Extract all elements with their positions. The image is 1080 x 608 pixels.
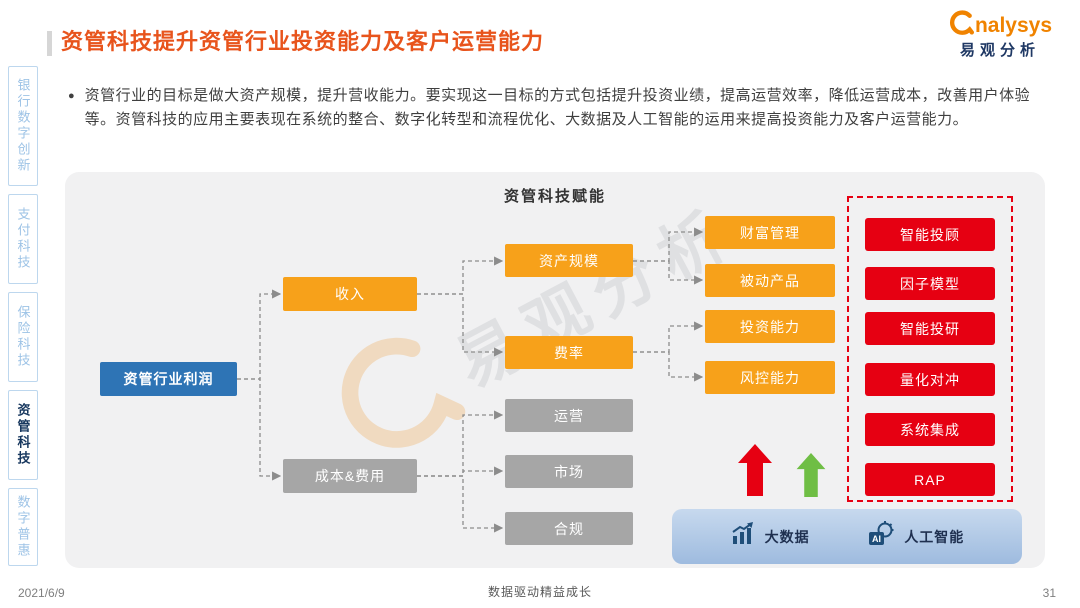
node-invest-ability: 投资能力 bbox=[705, 310, 835, 343]
tech-item-robo-advisor: 智能投顾 bbox=[865, 218, 995, 251]
watermark-swirl-icon bbox=[311, 316, 476, 483]
sidebar-item-asset-mgmt-tech[interactable]: 资管科技 bbox=[8, 390, 38, 480]
tech-item-quant-hedge: 量化对冲 bbox=[865, 363, 995, 396]
diagram-panel: 易观分析 资管科技赋能 bbox=[65, 172, 1045, 568]
sidebar-item-payment-tech[interactable]: 支付科技 bbox=[8, 194, 38, 284]
node-passive-product: 被动产品 bbox=[705, 264, 835, 297]
diagram-title: 资管科技赋能 bbox=[503, 188, 606, 205]
tech-capability-frame: 智能投顾 因子模型 智能投研 量化对冲 系统集成 RAP bbox=[847, 196, 1013, 502]
logo-brand-text: nalysys bbox=[974, 13, 1052, 37]
ai-item: AI 人工智能 bbox=[867, 521, 964, 552]
node-wealth-mgmt: 财富管理 bbox=[705, 216, 835, 249]
watermark-text: 易观分析 bbox=[444, 194, 747, 401]
node-compliance: 合规 bbox=[505, 512, 633, 545]
sidebar-item-bank-digital-innovation[interactable]: 银行数字创新 bbox=[8, 66, 38, 186]
big-data-item: 大数据 bbox=[730, 521, 810, 552]
intro-paragraph: 资管行业的目标是做大资产规模，提升营收能力。要实现这一目标的方式包括提升投资业绩… bbox=[84, 87, 1031, 128]
analysys-logo: nalysys 易观分析 bbox=[948, 10, 1052, 58]
tech-item-system-integration: 系统集成 bbox=[865, 413, 995, 446]
node-market: 市场 bbox=[505, 455, 633, 488]
tech-item-factor-model: 因子模型 bbox=[865, 267, 995, 300]
footer-slogan: 数据驱动精益成长 bbox=[487, 585, 592, 599]
tech-item-rap: RAP bbox=[865, 463, 995, 496]
bar-chart-icon bbox=[730, 521, 756, 552]
node-income: 收入 bbox=[283, 277, 417, 311]
node-industry-profit: 资管行业利润 bbox=[100, 362, 237, 396]
watermark: 易观分析 bbox=[311, 167, 756, 483]
title-accent-bar bbox=[47, 31, 52, 56]
node-risk-control: 风控能力 bbox=[705, 361, 835, 394]
svg-text:AI: AI bbox=[872, 534, 881, 544]
node-fee-rate: 费率 bbox=[505, 336, 633, 369]
logo-brand-cn: 易观分析 bbox=[959, 42, 1040, 59]
bullet-icon: ● bbox=[68, 90, 75, 102]
node-cost: 成本&费用 bbox=[283, 459, 417, 493]
footer-page-number: 31 bbox=[1042, 586, 1056, 600]
increase-arrow-green-icon bbox=[796, 453, 826, 502]
intro-block: ● 资管行业的目标是做大资产规模，提升营收能力。要实现这一目标的方式包括提升投资… bbox=[68, 84, 1040, 132]
node-operation: 运营 bbox=[505, 399, 633, 432]
tech-item-smart-research: 智能投研 bbox=[865, 312, 995, 345]
ai-label: 人工智能 bbox=[904, 528, 965, 545]
ai-chip-icon: AI bbox=[867, 521, 895, 552]
big-data-label: 大数据 bbox=[764, 528, 810, 545]
sidebar-item-digital-inclusion[interactable]: 数字普惠 bbox=[8, 488, 38, 566]
tech-foundation-bar: 大数据 AI 人工智能 bbox=[672, 509, 1022, 564]
logo-swirl-icon bbox=[948, 10, 974, 40]
page-title: 资管科技提升资管行业投资能力及客户运营能力 bbox=[61, 29, 545, 54]
sidebar-item-insurance-tech[interactable]: 保险科技 bbox=[8, 292, 38, 382]
node-asset-scale: 资产规模 bbox=[505, 244, 633, 277]
footer-date: 2021/6/9 bbox=[18, 586, 65, 600]
increase-arrow-red-icon bbox=[738, 444, 772, 501]
